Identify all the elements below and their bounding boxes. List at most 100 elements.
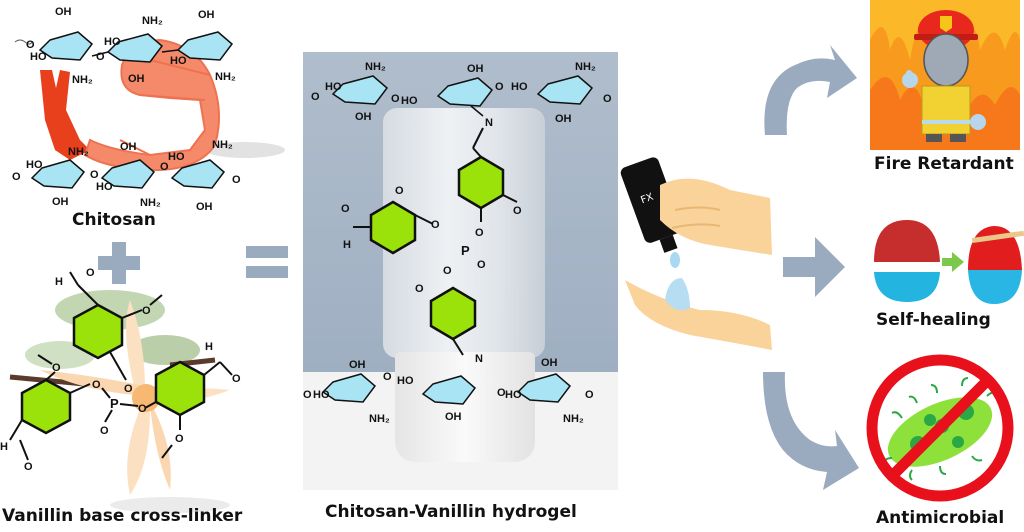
arrows-layer	[763, 45, 859, 490]
firefighter-icon	[870, 0, 1020, 150]
benzene-ring: O O H O	[0, 354, 101, 473]
group-label: HO	[313, 389, 330, 401]
imine-n-label: N	[475, 353, 483, 365]
group-label: OH	[445, 411, 462, 423]
group-label: HO	[325, 81, 342, 93]
no-bacteria-icon	[866, 354, 1014, 502]
group-label: O	[124, 383, 133, 395]
group-label: OH	[52, 196, 69, 208]
group-label: H	[343, 239, 351, 251]
self-healing-label: Self-healing	[876, 310, 991, 330]
group-label: O	[497, 387, 506, 399]
group-label: NH₂	[563, 413, 584, 425]
group-label: O	[603, 93, 612, 105]
group-label: OH	[467, 63, 484, 75]
group-label: O	[477, 259, 486, 271]
group-label: O	[12, 171, 21, 183]
benzene-ring: O H O	[144, 341, 241, 459]
group-label: H	[55, 276, 63, 288]
group-label: NH₂	[142, 15, 163, 27]
group-label: O	[443, 265, 452, 277]
group-label: OH	[198, 9, 215, 21]
group-label: O	[232, 373, 241, 385]
group-label: O	[52, 362, 61, 374]
group-label: O	[142, 305, 151, 317]
group-label: O	[391, 93, 400, 105]
crosslinker-panel: H O O O O O H O P O O	[0, 267, 290, 532]
group-label: O	[24, 461, 33, 473]
group-label: NH₂	[369, 413, 390, 425]
straight-arrow-right-icon	[783, 237, 845, 297]
group-label: NH₂	[212, 139, 233, 151]
curved-arrow-up-icon	[764, 45, 857, 135]
group-label: O	[175, 433, 184, 445]
hydrogel-panel: O HO NH₂ OH O HO OH O HO NH₂ OH O N O O …	[303, 52, 618, 532]
curved-arrow-down-icon	[763, 372, 859, 490]
chitosan-top-chain: OH NH₂ O HO O NH₂ HO OH OH HO NH₂	[14, 6, 236, 86]
benzene-ring: H O O O	[55, 267, 163, 395]
group-label: O	[495, 81, 504, 93]
group-label: O	[100, 425, 109, 437]
group-label: HO	[397, 375, 414, 387]
group-label: OH	[349, 359, 366, 371]
group-label: OH	[55, 6, 72, 18]
group-label: NH₂	[72, 74, 93, 86]
group-label: NH₂	[140, 197, 161, 209]
hands-applying-gel-icon: FX	[620, 157, 772, 350]
hydrogel-structure: O HO NH₂ OH O HO OH O HO NH₂ OH O N O O …	[303, 61, 612, 425]
group-label: O	[160, 161, 169, 173]
antimicrobial-label: Antimicrobial	[876, 508, 1005, 528]
group-label: O	[585, 389, 594, 401]
chitosan-bottom-chain: O HO NH₂ OH O OH HO NH₂ O HO NH₂ OH O	[12, 139, 241, 213]
group-label: O	[138, 403, 147, 415]
group-label: OH	[355, 111, 372, 123]
group-label: OH	[128, 73, 145, 85]
group-label: O	[92, 379, 101, 391]
group-label: OH	[196, 201, 213, 213]
group-label: HO	[401, 95, 418, 107]
group-label: O	[86, 267, 95, 279]
hydrogel-label: Chitosan-Vanillin hydrogel	[325, 502, 577, 522]
vanillin-crosslinker-illustration: H O O O O O H O P O O	[0, 267, 241, 513]
phosphorus-label: P	[110, 396, 119, 411]
group-label: NH₂	[215, 71, 236, 83]
group-label: O	[232, 174, 241, 186]
crosslinker-label: Vanillin base cross-linker	[2, 506, 243, 526]
self-healing-gel-icon	[874, 220, 1024, 304]
application-fire-retardant: Fire Retardant	[866, 0, 1024, 190]
group-label: O	[383, 371, 392, 383]
group-label: H	[0, 441, 8, 453]
group-label: HO	[505, 389, 522, 401]
chitosan-label: Chitosan	[72, 210, 156, 230]
group-label: NH₂	[575, 61, 596, 73]
fire-retardant-label: Fire Retardant	[874, 154, 1014, 174]
group-label: HO	[168, 151, 185, 163]
group-label: NH₂	[68, 146, 89, 158]
application-antimicrobial: Antimicrobial	[862, 348, 1024, 532]
group-label: O	[90, 169, 99, 181]
group-label: O	[311, 91, 320, 103]
group-label: NH₂	[365, 61, 386, 73]
group-label: HO	[26, 159, 43, 171]
group-label: OH	[555, 113, 572, 125]
group-label: O	[475, 227, 484, 239]
group-label: O	[415, 283, 424, 295]
group-label: O	[513, 205, 522, 217]
chitosan-top-chain: O HO NH₂ OH O HO OH O HO NH₂ OH O N	[311, 61, 612, 149]
group-label: O	[341, 203, 350, 215]
group-label: O	[395, 185, 404, 197]
group-label: HO	[96, 181, 113, 193]
chitosan-illustration: OH NH₂ O HO O NH₂ HO OH OH HO NH₂ O HO N…	[12, 6, 285, 213]
phosphorus-label: P	[461, 243, 470, 258]
group-label: O	[431, 219, 440, 231]
group-label: O	[303, 389, 312, 401]
group-label: HO	[511, 81, 528, 93]
chitosan-bottom-chain: OH O HO NH₂ O HO OH O HO OH NH₂ O	[303, 357, 594, 425]
group-label: OH	[541, 357, 558, 369]
application-self-healing: Self-healing	[862, 210, 1024, 338]
group-label: HO	[30, 51, 47, 63]
hands-panel: FX	[620, 150, 780, 370]
plus-icon	[98, 242, 140, 284]
shrimp-icon	[40, 38, 285, 172]
group-label: O	[96, 51, 105, 63]
